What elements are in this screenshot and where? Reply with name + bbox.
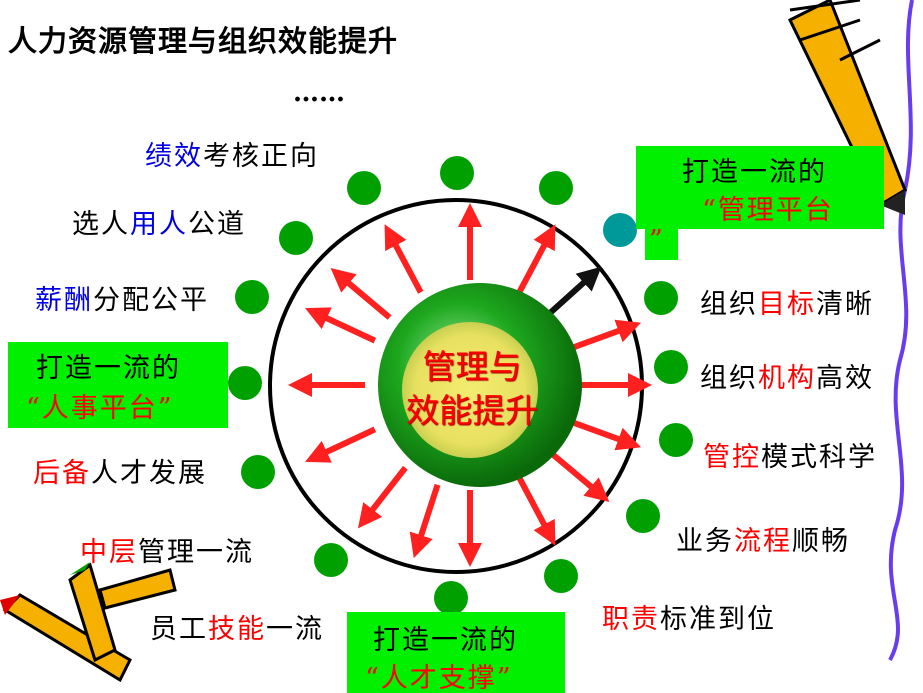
- label-part: 公道: [188, 209, 246, 240]
- label-part: 选人: [72, 209, 130, 240]
- red-arrow: [330, 268, 392, 320]
- red-arrow: [357, 465, 408, 529]
- label-part: 员工: [150, 614, 208, 645]
- green-node-dot: [659, 423, 693, 457]
- green-node-dot: [440, 156, 474, 190]
- center-yellow-disc: [402, 322, 538, 458]
- label-part: 高效: [816, 363, 874, 394]
- red-arrow: [516, 224, 556, 294]
- talent-box-line1: 打造一流的: [373, 625, 518, 656]
- label-part: 绩效: [145, 141, 203, 172]
- green-node-dot: [314, 543, 348, 577]
- label-organization-structure: 组织机构高效: [700, 356, 874, 395]
- green-node-dot: [434, 581, 468, 615]
- management-platform-box: 打造一流的 “管理平台: [636, 146, 884, 229]
- hr-box-line1: 打造一流的: [36, 353, 181, 384]
- label-part: 技能: [208, 614, 266, 645]
- center-label-line1: 管理与: [422, 347, 522, 386]
- label-part: 清晰: [816, 289, 874, 320]
- label-part: 标准到位: [660, 604, 776, 635]
- label-part: 职责: [602, 604, 660, 635]
- center-label: 管理与 效能提升: [402, 345, 542, 433]
- label-part: 管理一流: [138, 537, 254, 568]
- label-compensation: 薪酬分配公平: [35, 278, 209, 317]
- green-node-dot: [228, 366, 262, 400]
- talent-support-box: 打造一流的 “人才支撑”: [347, 612, 565, 693]
- label-hiring: 选人用人公道: [72, 202, 246, 241]
- red-arrow: [409, 483, 441, 559]
- management-box-tail: ”: [645, 225, 678, 260]
- label-part: 一流: [266, 614, 324, 645]
- label-part: 流程: [734, 526, 792, 557]
- hr-platform-box: 打造一流的 “人事平台”: [8, 342, 228, 428]
- label-part: 机构: [758, 363, 816, 394]
- green-node-dot: [544, 559, 578, 593]
- green-node-dot: [626, 499, 660, 533]
- red-arrow: [548, 450, 610, 502]
- red-arrow: [516, 476, 556, 546]
- hr-box-line2: “人事平台”: [26, 393, 174, 424]
- label-part: 人才发展: [91, 458, 207, 489]
- label-part: 管控: [703, 442, 761, 473]
- green-node-dot: [347, 171, 381, 205]
- label-business-process: 业务流程顺畅: [676, 519, 850, 558]
- label-succession: 后备人才发展: [33, 451, 207, 490]
- label-part: 模式科学: [761, 442, 877, 473]
- label-part: 用人: [130, 209, 188, 240]
- label-performance: 绩效考核正向: [145, 134, 319, 173]
- green-node-dot: [654, 350, 688, 384]
- red-arrow: [567, 418, 642, 451]
- label-employee-skills: 员工技能一流: [150, 607, 324, 646]
- green-node-dot: [235, 280, 269, 314]
- mgmt-box-line1: 打造一流的: [682, 157, 827, 188]
- label-part: 业务: [676, 526, 734, 557]
- teal-node-dot: [603, 213, 637, 247]
- green-node-dot: [279, 221, 313, 255]
- mgmt-box-line3: ”: [649, 225, 665, 256]
- red-arrow: [567, 319, 642, 352]
- mgmt-box-line2: “管理平台: [702, 195, 834, 226]
- label-part: 组织: [700, 289, 758, 320]
- green-node-dot: [644, 281, 678, 315]
- label-part: 中层: [80, 537, 138, 568]
- label-part: 顺畅: [792, 526, 850, 557]
- red-arrow: [305, 426, 377, 463]
- label-organization-goals: 组织目标清晰: [700, 282, 874, 321]
- label-part: 组织: [700, 363, 758, 394]
- label-part: 后备: [33, 458, 91, 489]
- red-arrow: [305, 307, 377, 344]
- label-part: 考核正向: [203, 141, 319, 172]
- label-part: 目标: [758, 289, 816, 320]
- green-node-dot: [539, 171, 573, 205]
- center-label-line2: 效能提升: [406, 391, 538, 430]
- label-middle-management: 中层管理一流: [80, 530, 254, 569]
- purple-line-decoration: [888, 0, 914, 661]
- label-responsibility: 职责标准到位: [602, 597, 776, 636]
- pencils-icon: [0, 562, 177, 683]
- green-node-dot: [241, 455, 275, 489]
- label-control-mode: 管控模式科学: [703, 435, 877, 474]
- red-arrow: [384, 224, 424, 294]
- label-part: 分配公平: [93, 285, 209, 316]
- slide-title: 人力资源管理与组织效能提升: [8, 24, 399, 58]
- ellipsis: ……: [293, 78, 345, 108]
- label-part: 薪酬: [35, 285, 93, 316]
- talent-box-line2: “人才支撑”: [365, 663, 513, 693]
